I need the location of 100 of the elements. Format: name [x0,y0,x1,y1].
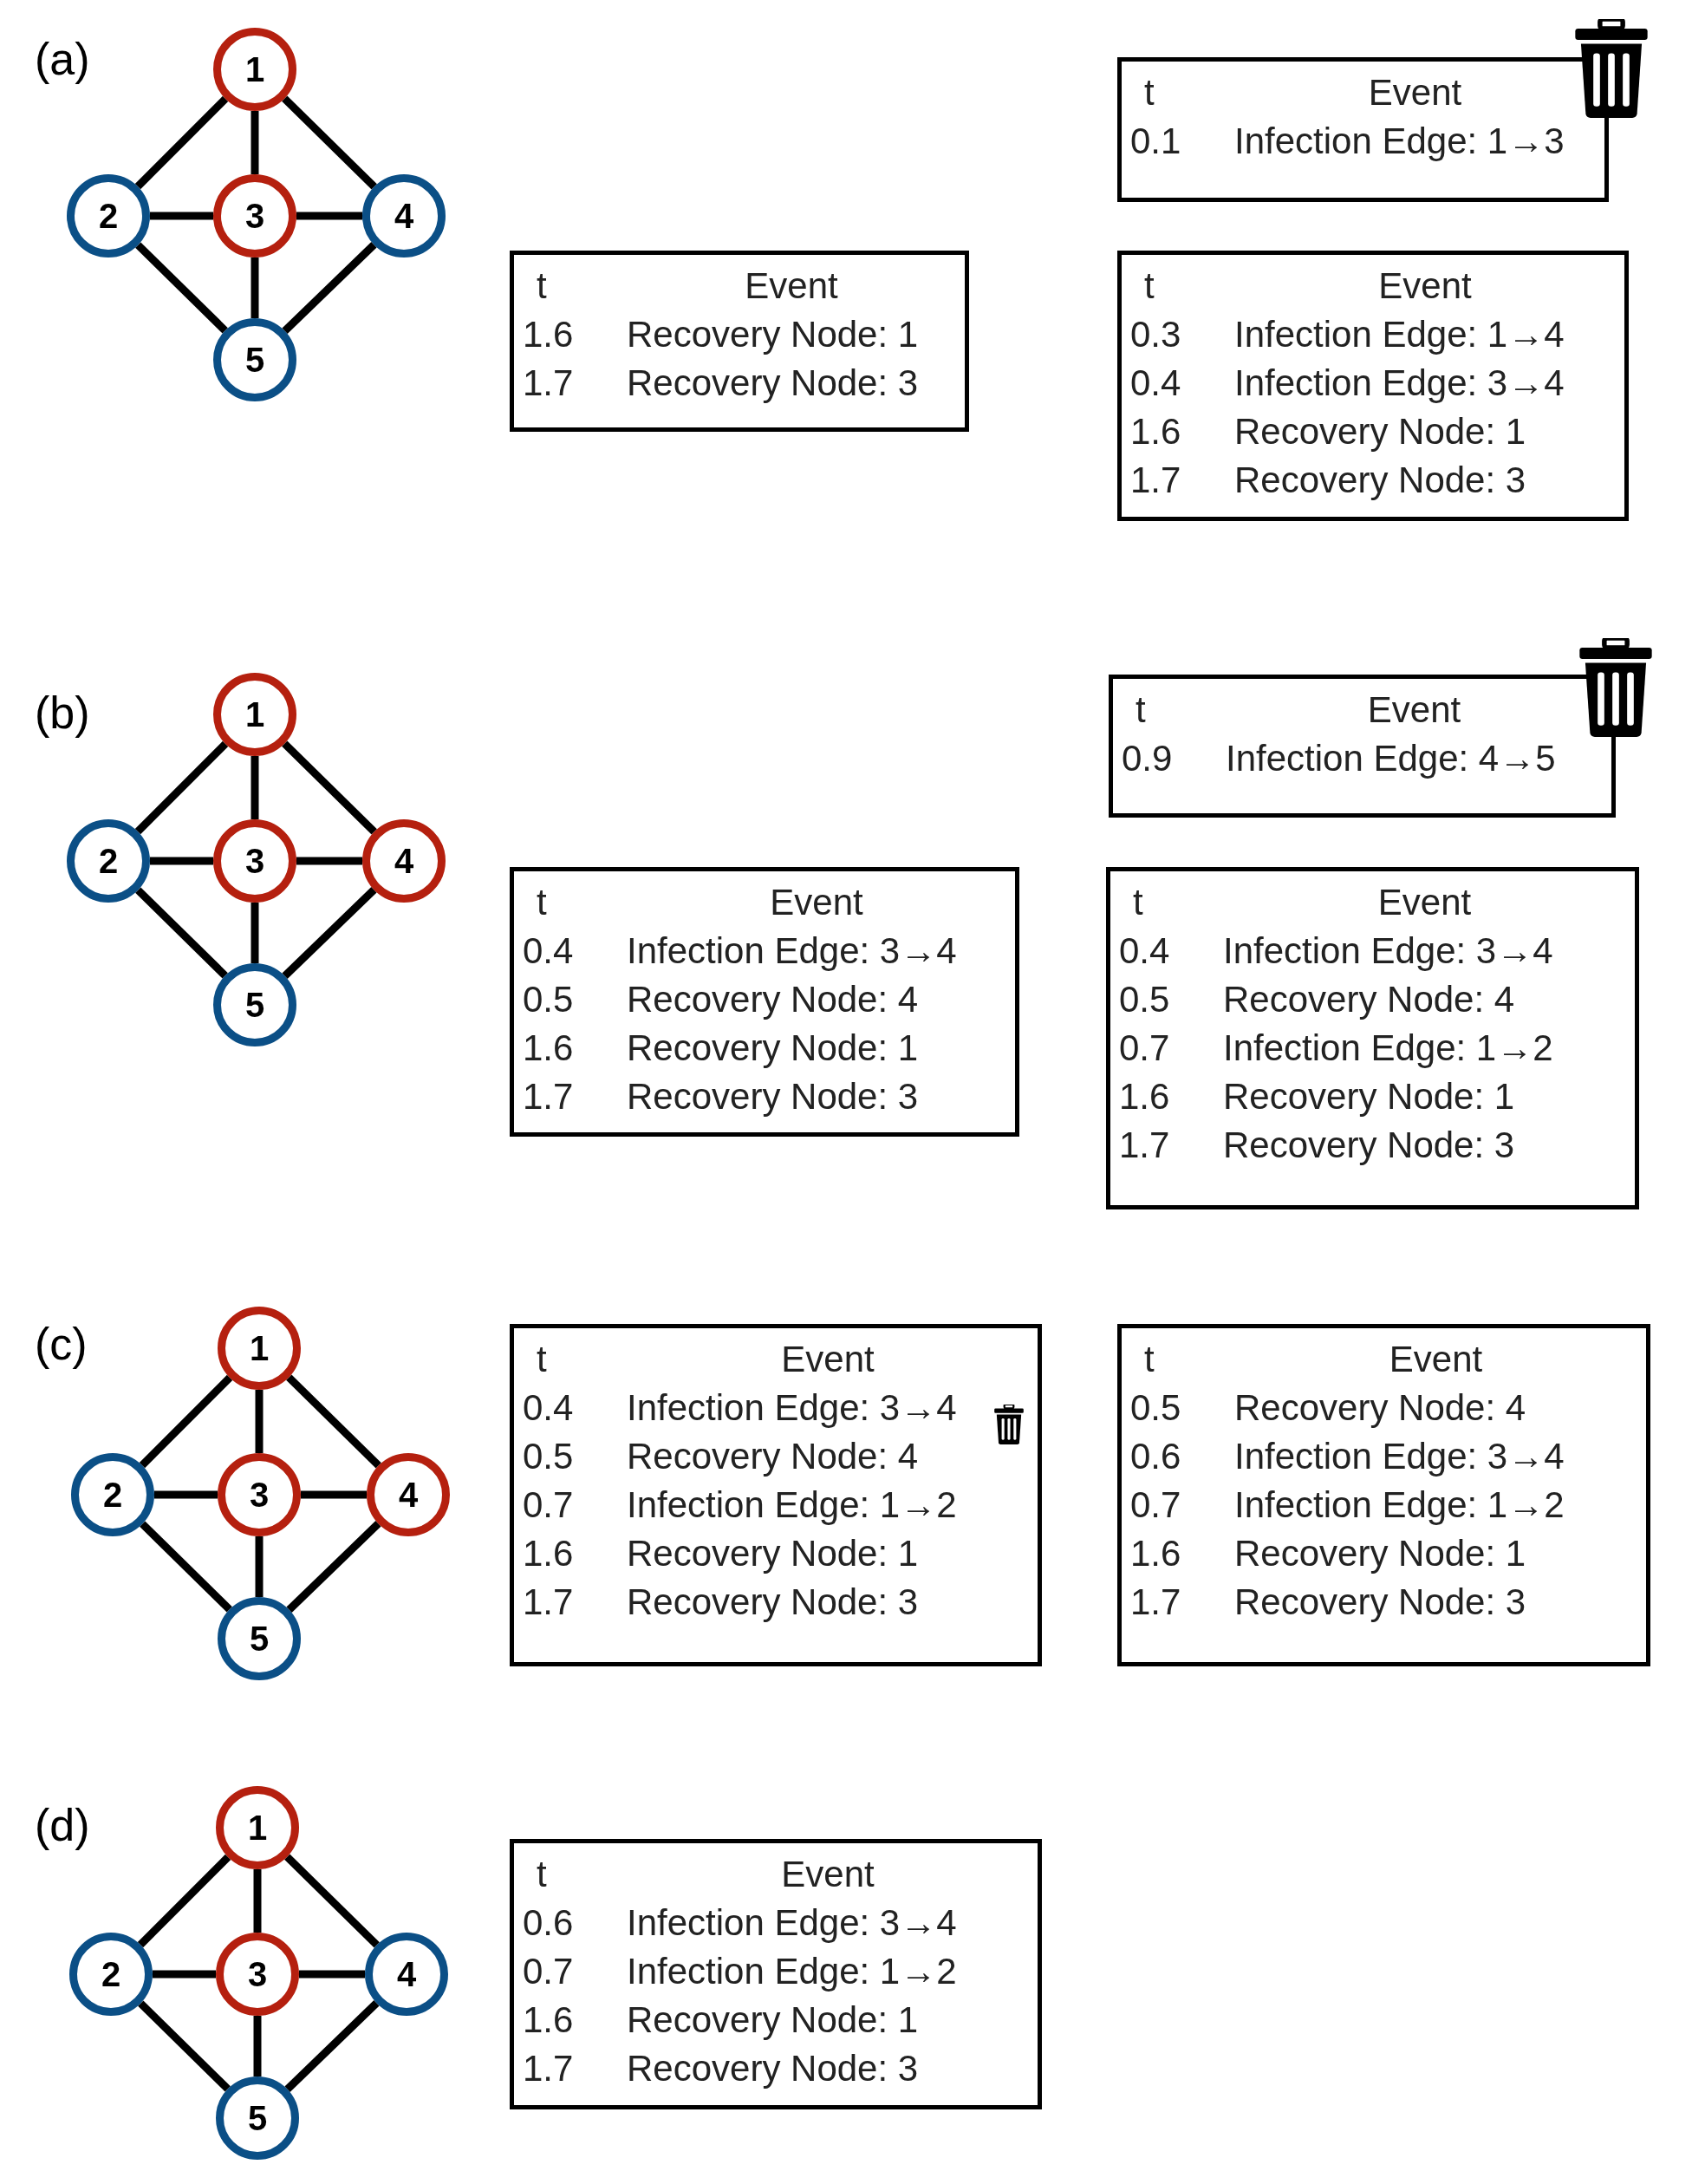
column-header: t [1144,264,1155,308]
column-header: t [1144,1338,1155,1381]
graph-edge [286,1374,381,1469]
event-text: Infection Edge: 3→4 [627,1386,957,1430]
graph-edge [135,887,228,979]
event-table [510,1324,1042,1666]
event-text: Recovery Node: 4 [1223,978,1515,1021]
event-text: Infection Edge: 3→4 [1234,362,1565,405]
graph-edge [296,212,362,220]
event-text: Recovery Node: 3 [627,1581,919,1624]
event-text: Recovery Node: 3 [1234,1581,1526,1624]
graph-edge [296,857,362,865]
time-value: 0.5 [523,1435,574,1478]
graph-edge [251,903,259,963]
node-circle: 5 [213,318,296,401]
node-circle: 3 [213,819,296,903]
event-text: Recovery Node: 3 [627,1075,919,1118]
time-value: 0.6 [1130,1435,1181,1478]
time-value: 0.6 [523,1901,574,1945]
column-header: t [537,264,547,308]
event-text: Recovery Node: 1 [627,1998,919,2042]
event-table [510,867,1019,1137]
event-text: Recovery Node: 3 [1223,1124,1515,1167]
event-text: Recovery Node: 3 [627,2047,919,2090]
event-text: Recovery Node: 1 [627,1027,919,1070]
time-value: 1.6 [1130,410,1181,453]
graph-edge [150,857,213,865]
time-value: 1.7 [523,2047,574,2090]
time-value: 0.4 [523,929,574,973]
event-text: Infection Edge: 1→4 [1234,313,1565,356]
time-value: 1.7 [1119,1124,1170,1167]
time-value: 0.7 [523,1483,574,1527]
event-text: Recovery Node: 3 [627,362,919,405]
node-circle: 5 [216,2076,299,2160]
node-circle: 3 [213,174,296,258]
graph-edge [255,1390,264,1453]
event-text: Infection Edge: 3→4 [627,1901,957,1945]
time-value: 1.7 [523,1075,574,1118]
column-header: t [537,1853,547,1896]
time-value: 0.5 [523,978,574,1021]
event-text: Recovery Node: 4 [627,1435,919,1478]
time-value: 1.6 [523,1027,574,1070]
column-header: t [1136,688,1146,732]
column-header: Event [1388,1338,1484,1381]
graph-edge [282,887,377,979]
column-header: Event [744,264,839,308]
time-value: 0.7 [1130,1483,1181,1527]
time-value: 0.4 [1119,929,1170,973]
graph-edge [137,1854,231,1948]
node-circle: 2 [69,1933,153,2016]
event-text: Infection Edge: 3→4 [1223,929,1553,973]
node-circle: 3 [218,1453,301,1536]
graph-edge [154,1490,218,1499]
event-text: Infection Edge: 3→4 [1234,1435,1565,1478]
time-value: 1.7 [1130,459,1181,502]
graph-edge [138,2000,231,2092]
time-value: 0.7 [1119,1027,1170,1070]
time-value: 1.6 [523,1532,574,1575]
time-value: 0.5 [1130,1386,1181,1430]
node-circle: 5 [218,1597,301,1680]
event-table [1117,57,1609,202]
time-value: 1.6 [1130,1532,1181,1575]
column-header: Event [780,1338,875,1381]
event-text: Recovery Node: 3 [1234,459,1526,502]
graph-edge [153,1970,216,1979]
graph-edge [251,111,259,174]
time-value: 1.7 [523,1581,574,1624]
graph-edge [284,1854,380,1948]
node-circle: 5 [213,963,296,1046]
node-circle: 4 [362,819,446,903]
event-text: Infection Edge: 4→5 [1226,737,1556,780]
graph-edge [282,740,377,835]
event-text: Infection Edge: 1→2 [627,1483,957,1527]
node-circle: 4 [365,1933,448,2016]
event-text: Recovery Node: 4 [627,978,919,1021]
graph-edge [282,242,377,334]
node-circle: 4 [362,174,446,258]
time-value: 0.4 [523,1386,574,1430]
node-circle: 2 [67,174,150,258]
event-table [1109,675,1616,818]
panel-label: (b) [35,687,90,739]
node-circle: 1 [213,673,296,756]
node-circle: 2 [67,819,150,903]
graph-edge [135,242,228,334]
event-text: Infection Edge: 3→4 [627,929,957,973]
node-circle: 2 [71,1453,154,1536]
event-text: Infection Edge: 1→3 [1234,120,1565,163]
panel-label: (c) [35,1318,88,1370]
time-value: 0.4 [1130,362,1181,405]
event-text: Recovery Node: 4 [1234,1386,1526,1430]
time-value: 0.3 [1130,313,1181,356]
time-value: 0.9 [1122,737,1173,780]
graph-edge [150,212,213,220]
event-table [510,251,969,432]
time-value: 1.6 [523,313,574,356]
column-header: Event [1377,264,1473,308]
graph-edge [134,740,229,835]
graph-edge [253,1869,262,1933]
event-table [1117,1324,1650,1666]
graph-edge [139,1374,233,1469]
